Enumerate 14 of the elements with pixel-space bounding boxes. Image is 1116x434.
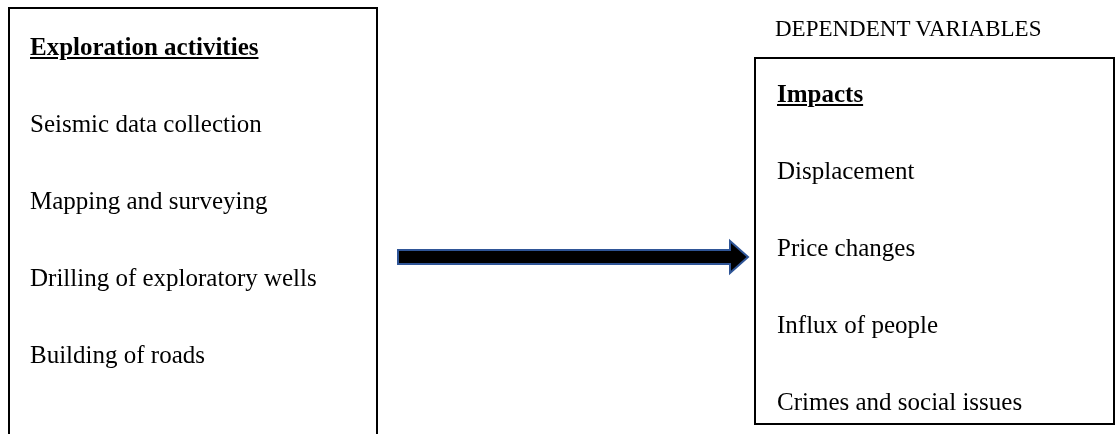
list-item: Mapping and surveying bbox=[30, 186, 268, 216]
list-item: Drilling of exploratory wells bbox=[30, 263, 317, 293]
section-label: DEPENDENT VARIABLES bbox=[775, 15, 1042, 43]
box-heading: Exploration activities bbox=[30, 32, 259, 62]
list-box bbox=[754, 57, 1115, 425]
list-item: Influx of people bbox=[777, 310, 939, 340]
box-heading: Impacts bbox=[777, 79, 864, 109]
list-item: Crimes and social issues bbox=[777, 387, 1023, 417]
arrow bbox=[397, 238, 750, 276]
list-item: Displacement bbox=[777, 156, 915, 186]
list-item: Seismic data collection bbox=[30, 109, 262, 139]
list-item: Price changes bbox=[777, 233, 916, 263]
list-box bbox=[8, 7, 378, 434]
list-item: Building of roads bbox=[30, 340, 205, 370]
